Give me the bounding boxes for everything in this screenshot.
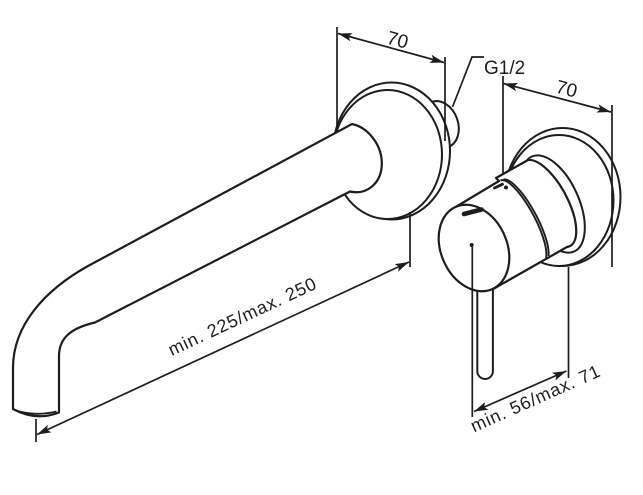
handle-front-face — [437, 203, 511, 293]
dim-label-spout-plate-width: 70 — [384, 28, 410, 54]
handle-sleeve-tick — [493, 182, 504, 190]
dimension-lines — [36, 32, 612, 436]
spout-body — [11, 122, 383, 418]
valve-handle-assembly — [437, 154, 586, 417]
spout-outline — [11, 122, 383, 418]
dim-line-spout-plate-width — [337, 32, 445, 64]
dim-label-connection-thread: G1/2 — [484, 58, 525, 79]
handle-collar-ring-outer — [500, 179, 548, 259]
extension-lines — [35, 27, 613, 442]
handle-collar-ring-inner — [503, 178, 550, 257]
dim-line-spout-reach — [36, 261, 410, 436]
handle-temp-marker-dash — [461, 207, 484, 217]
dim-line-valve-depth — [473, 370, 567, 413]
g12-leader-line — [451, 56, 484, 108]
dim-label-valve-plate-width: 70 — [553, 77, 579, 103]
handle-face-center-dot — [469, 243, 474, 247]
dim-label-spout-reach: min. 225/max. 250 — [165, 273, 320, 359]
dim-line-valve-plate-width — [503, 82, 612, 113]
handle-sleeve-dot — [504, 185, 508, 190]
